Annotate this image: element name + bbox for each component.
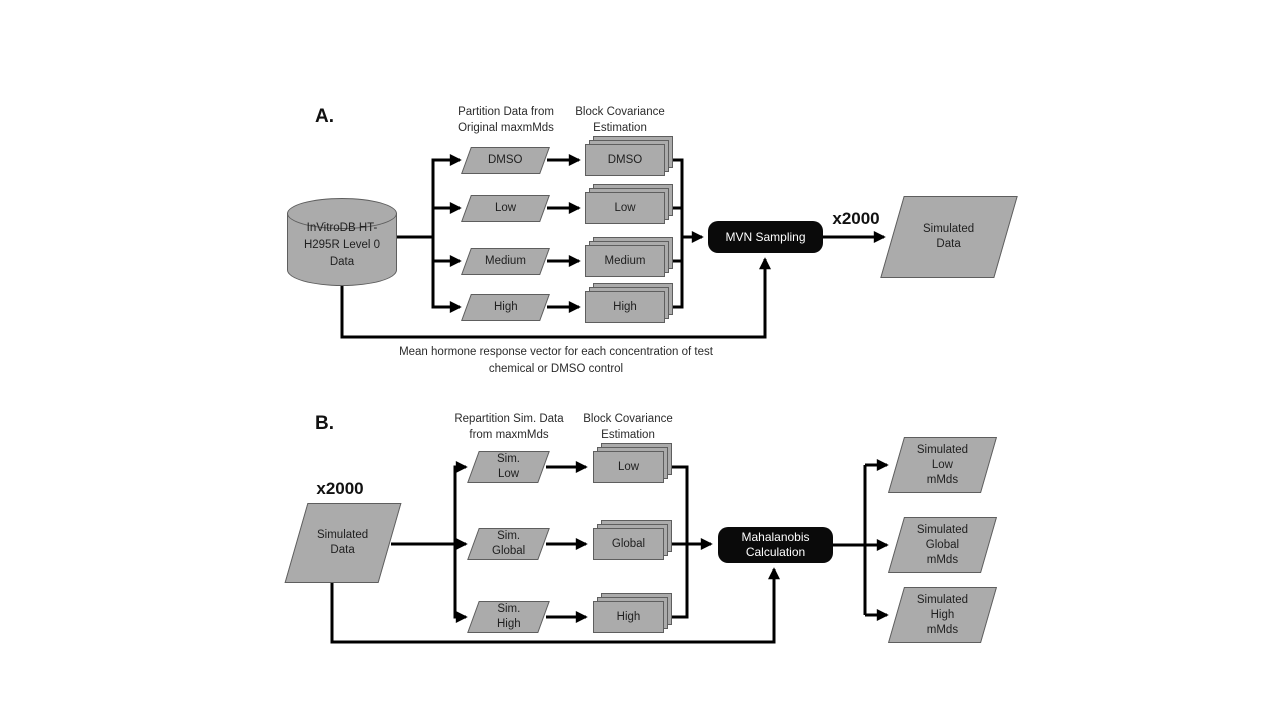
output-simulated-low-mmds: Simulated Low mMds <box>887 437 998 493</box>
covariance-stack-low: Low <box>585 184 673 224</box>
output-simulated-high-mmds: Simulated High mMds <box>887 587 998 643</box>
panel-a-covariance-header: Block Covariance Estimation <box>575 106 665 134</box>
feedback-line-b <box>330 567 780 644</box>
mvn-sampling-box: MVN Sampling <box>708 221 823 253</box>
partition-low: Low <box>461 194 550 222</box>
panel-b-multiplier: x2000 <box>316 479 364 498</box>
repartition-sim-high: Sim. High <box>467 601 550 633</box>
repartition-sim-low: Sim. Low <box>467 451 550 483</box>
simulated-data-input-b: Simulated Data <box>284 503 402 583</box>
database-cylinder: InVitroDB HT- H295R Level 0 Data <box>287 198 397 286</box>
covariance-stack-sim-low: Low <box>593 443 672 483</box>
partition-high: High <box>461 293 550 321</box>
covariance-stack-dmso: DMSO <box>585 136 673 176</box>
output-simulated-global-mmds: Simulated Global mMds <box>887 517 998 573</box>
panel-b-label: B. <box>315 413 334 434</box>
cylinder-lid <box>287 198 397 229</box>
panel-a-multiplier: x2000 <box>832 209 880 228</box>
simulated-data-output-a: Simulated Data <box>880 196 1018 278</box>
partition-medium: Medium <box>461 247 550 275</box>
covariance-stack-high: High <box>585 283 673 323</box>
panel-a-partition-header: Partition Data from Original maxmMds <box>458 106 554 134</box>
covariance-stack-sim-high: High <box>593 593 672 633</box>
panel-b-covariance-header: Block Covariance Estimation <box>583 413 673 441</box>
covariance-stack-medium: Medium <box>585 237 673 277</box>
mahalanobis-box: Mahalanobis Calculation <box>718 527 833 563</box>
feedback-line-a <box>340 257 771 339</box>
panel-a-label: A. <box>315 106 334 127</box>
panel-b-partition-header: Repartition Sim. Data from maxmMds <box>454 413 564 441</box>
partition-dmso: DMSO <box>461 146 550 174</box>
database-label: InVitroDB HT- H295R Level 0 Data <box>303 222 381 268</box>
repartition-sim-global: Sim. Global <box>467 528 550 560</box>
panel-a-caption: Mean hormone response vector for each co… <box>399 346 713 375</box>
covariance-stack-sim-global: Global <box>593 520 672 560</box>
